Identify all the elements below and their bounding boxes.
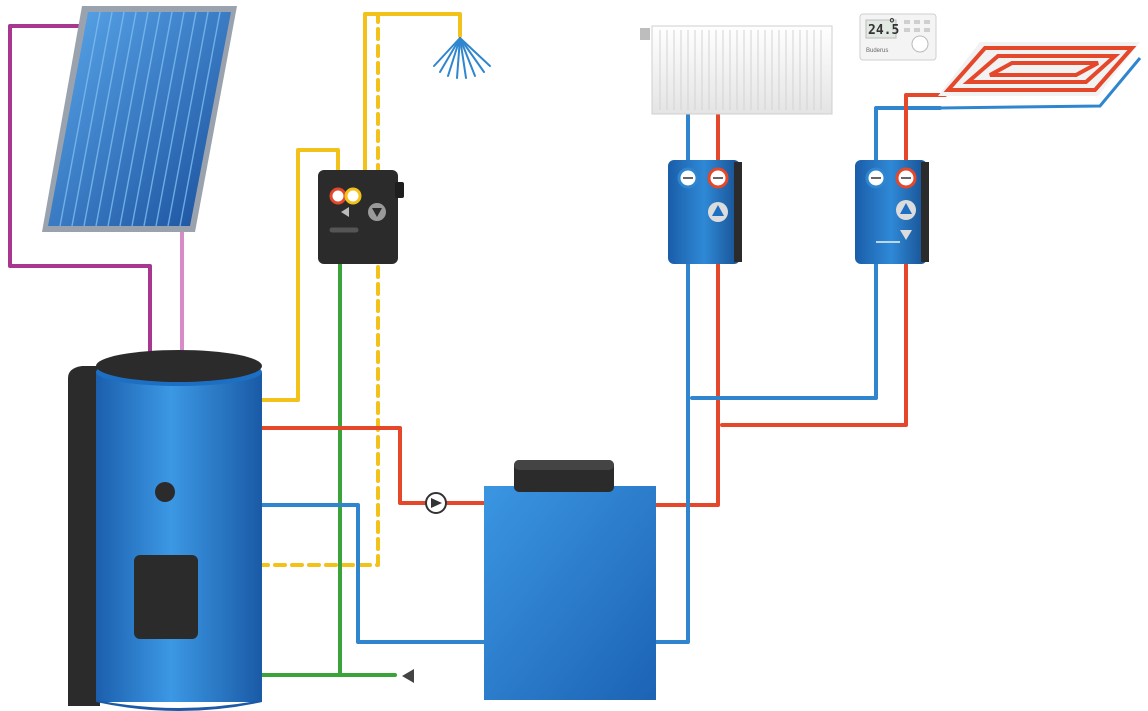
arrow-icon bbox=[431, 498, 442, 508]
dhw-riser-pipe bbox=[363, 12, 462, 178]
controller-knob bbox=[911, 35, 929, 53]
tank-charge-supply-pipe bbox=[256, 426, 488, 505]
controller-display: 24.5 bbox=[868, 23, 899, 38]
controller-unit: ° bbox=[888, 17, 896, 32]
tank-control-cover bbox=[134, 555, 198, 639]
thermometer-icon bbox=[344, 187, 362, 205]
heating-supply-main bbox=[653, 260, 720, 507]
dhw-circulation-pipe bbox=[256, 14, 380, 567]
mixer-valve-icon bbox=[900, 230, 912, 240]
dhw-supply-pipe bbox=[256, 148, 340, 402]
pipes bbox=[8, 12, 947, 677]
arrow-icon bbox=[900, 203, 912, 214]
solar-collector bbox=[42, 6, 237, 232]
heating-return-branch bbox=[690, 260, 878, 400]
tank-lid bbox=[96, 350, 262, 382]
heating-circuit-pump-group bbox=[668, 160, 742, 264]
tank-insulation-back bbox=[68, 366, 100, 706]
solar-storage-tank bbox=[68, 350, 262, 711]
tank-charge-return-pipe bbox=[256, 503, 488, 644]
floor-supply-pipe bbox=[904, 93, 947, 164]
shower-head bbox=[433, 37, 491, 79]
thermometer-icon bbox=[329, 187, 347, 205]
heating-supply-branch bbox=[720, 260, 908, 427]
tank-sensor-port bbox=[155, 482, 175, 502]
fresh-water-station bbox=[318, 170, 404, 264]
solar-absorber-lines bbox=[59, 11, 221, 227]
arrow-icon bbox=[712, 205, 724, 216]
floor-return-pipe bbox=[874, 106, 942, 164]
heating-boiler bbox=[484, 460, 656, 700]
radiator bbox=[640, 25, 833, 115]
underfloor-heating bbox=[938, 42, 1142, 110]
cold-water-inlet-arrow-icon bbox=[402, 669, 414, 683]
arrow-icon bbox=[341, 207, 349, 217]
solar-supply-pipe bbox=[8, 24, 152, 354]
heating-return-main bbox=[653, 260, 690, 644]
controller-brand: Buderus bbox=[866, 48, 888, 54]
solar-return-pipe bbox=[180, 220, 196, 354]
room-controller: 24.5 ° Buderus bbox=[859, 13, 937, 61]
arrow-icon bbox=[372, 208, 382, 217]
tank-charge-pump bbox=[425, 492, 447, 514]
mixed-circuit-pump-group bbox=[855, 160, 929, 264]
